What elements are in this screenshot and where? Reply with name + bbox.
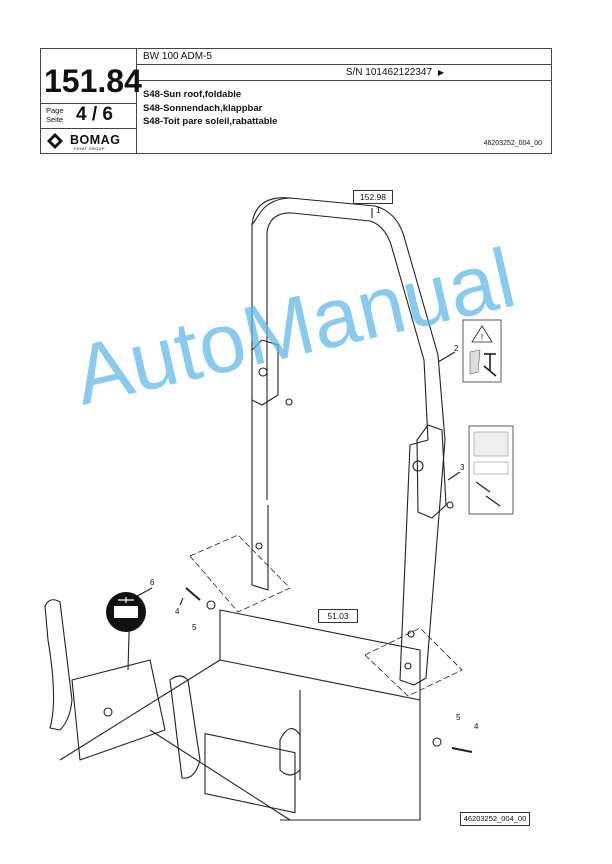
callout-3: 3 <box>460 463 465 472</box>
arch-edge <box>251 197 293 226</box>
title-fr: S48-Toit pare soleil,rabattable <box>143 116 278 127</box>
title-de: S48-Sonnendach,klappbar <box>143 102 263 114</box>
callout-1: 1 <box>376 206 381 215</box>
warning-sticker-2: ! <box>462 319 502 383</box>
callout-4-right: 4 <box>474 722 479 731</box>
drawing-footer-reference: 46203252_004_00 <box>460 812 530 826</box>
section-number: 151.84 <box>44 63 142 99</box>
callout-2: 2 <box>454 344 459 353</box>
play-arrow-icon: ▶ <box>437 68 444 77</box>
callout-5-right: 5 <box>456 713 461 722</box>
logo-subtext: FAYAT GROUP <box>74 146 105 151</box>
page-label-en: Page <box>46 106 64 115</box>
model-name: BW 100 ADM-5 <box>143 51 212 62</box>
header-rule <box>40 103 136 104</box>
header-divider <box>136 48 137 154</box>
title-en: S48-Sun roof,foldable <box>143 89 242 100</box>
header-frame <box>40 48 552 154</box>
bomag-logo-icon <box>47 133 63 149</box>
header-rule <box>136 80 552 81</box>
serial-number: S/N 101462122347 <box>345 67 432 78</box>
page-number: 4 / 6 <box>76 104 113 125</box>
round-sticker-6 <box>106 592 146 632</box>
logo-text: BOMAG <box>70 133 121 147</box>
callout-5: 5 <box>192 623 197 632</box>
doc-reference: 46203252_004_00 <box>483 140 542 147</box>
header-rule <box>136 64 552 65</box>
reference-box-top: 152.98 <box>353 190 393 204</box>
reference-box-frame: 51.03 <box>318 609 358 623</box>
page-label-de: Seite <box>46 115 64 124</box>
svg-text:!: ! <box>481 333 483 342</box>
header-block: 151.84 Page Seite 4 / 6 BOMAG FAYAT GROU… <box>40 48 552 154</box>
bomag-logo: BOMAG FAYAT GROUP <box>44 131 130 153</box>
callout-6: 6 <box>150 578 155 587</box>
callout-4: 4 <box>175 607 180 616</box>
part-titles: S48-Sun roof,foldable S48-Sonnendach,kla… <box>143 88 277 129</box>
instruction-sticker-3 <box>468 425 514 515</box>
header-rule <box>40 128 136 129</box>
